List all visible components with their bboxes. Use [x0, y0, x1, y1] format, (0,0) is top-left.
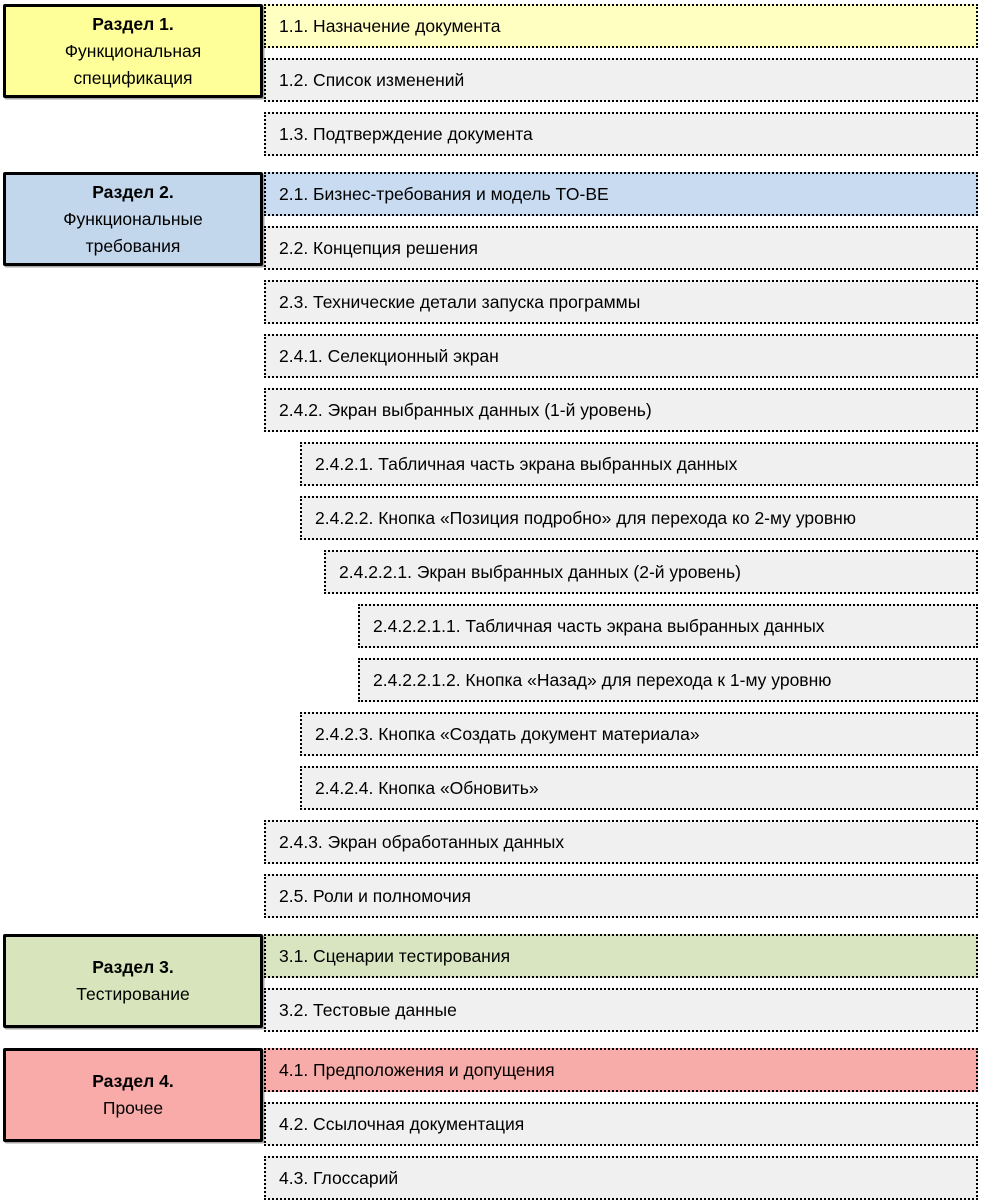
toc-item: 2.4.1. Селекционный экран: [264, 334, 978, 378]
toc-item-label: 2.4.2.4. Кнопка «Обновить»: [315, 777, 539, 798]
toc-item-label: 3.1. Сценарии тестирования: [279, 945, 511, 966]
section-name: Тестирование: [76, 984, 190, 1004]
section-number: Раздел 4.: [92, 1071, 174, 1091]
toc-item-label: 2.4.2.2.1.1. Табличная часть экрана выбр…: [373, 615, 825, 636]
toc-item: 3.2. Тестовые данные: [264, 988, 978, 1032]
section-box-2: Раздел 2. Функциональные требования: [3, 172, 263, 266]
toc-item: 2.4.3. Экран обработанных данных: [264, 820, 978, 864]
toc-item-label: 2.5. Роли и полномочия: [279, 885, 471, 906]
toc-item-label: 2.4.2. Экран выбранных данных (1-й урове…: [279, 399, 652, 420]
section-number: Раздел 3.: [92, 957, 174, 977]
section-name: Прочее: [102, 1098, 164, 1118]
toc-item: 2.4.2. Экран выбранных данных (1-й урове…: [264, 388, 978, 432]
section-box-4: Раздел 4. Прочее: [3, 1048, 263, 1142]
toc-item: 2.1. Бизнес-требования и модель TO-BE: [264, 172, 978, 216]
toc-item-label: 2.4.2.2. Кнопка «Позиция подробно» для п…: [315, 507, 856, 528]
toc-item-label: 1.3. Подтверждение документа: [279, 123, 533, 144]
toc-item-label: 2.4.2.2.1. Экран выбранных данных (2-й у…: [339, 561, 741, 582]
section-name: Функциональные требования: [63, 208, 203, 256]
toc-item-label: 2.4.2.3. Кнопка «Создать документ матери…: [315, 723, 700, 744]
toc-item: 2.5. Роли и полномочия: [264, 874, 978, 918]
toc-item-label: 4.2. Ссылочная документация: [279, 1113, 525, 1134]
toc-item-label: 4.3. Глоссарий: [279, 1167, 399, 1188]
section-box-3: Раздел 3. Тестирование: [3, 934, 263, 1028]
toc-item: 1.3. Подтверждение документа: [264, 112, 978, 156]
section-number: Раздел 1.: [92, 13, 174, 34]
section-box-1: Раздел 1. Функциональная спецификация: [3, 4, 263, 98]
toc-item: 4.3. Глоссарий: [264, 1156, 978, 1200]
section-number: Раздел 2.: [92, 181, 174, 202]
section-name: Функциональная спецификация: [64, 40, 202, 88]
toc-item-label: 2.4.2.1. Табличная часть экрана выбранны…: [315, 453, 738, 474]
toc-item: 4.1. Предположения и допущения: [264, 1048, 978, 1092]
toc-item-label: 4.1. Предположения и допущения: [279, 1059, 555, 1080]
toc-item-label: 2.4.1. Селекционный экран: [279, 345, 499, 366]
toc-item: 4.2. Ссылочная документация: [264, 1102, 978, 1146]
toc-item-label: 2.4.3. Экран обработанных данных: [279, 831, 565, 852]
toc-item: 1.2. Список изменений: [264, 58, 978, 102]
toc-item: 2.4.2.2.1.2. Кнопка «Назад» для перехода…: [358, 658, 978, 702]
toc-item-label: 1.1. Назначение документа: [279, 15, 501, 36]
toc-item-label: 3.2. Тестовые данные: [279, 999, 457, 1020]
toc-item: 2.4.2.2. Кнопка «Позиция подробно» для п…: [300, 496, 978, 540]
toc-item-label: 2.3. Технические детали запуска программ…: [279, 291, 641, 312]
toc-item: 3.1. Сценарии тестирования: [264, 934, 978, 978]
toc-item: 2.2. Концепция решения: [264, 226, 978, 270]
toc-item: 2.4.2.2.1.1. Табличная часть экрана выбр…: [358, 604, 978, 648]
toc-item: 2.4.2.2.1. Экран выбранных данных (2-й у…: [324, 550, 978, 594]
toc-item: 2.3. Технические детали запуска программ…: [264, 280, 978, 324]
toc-item-label: 2.4.2.2.1.2. Кнопка «Назад» для перехода…: [373, 669, 832, 690]
toc-item: 1.1. Назначение документа: [264, 4, 978, 48]
toc-item-label: 2.1. Бизнес-требования и модель TO-BE: [279, 183, 609, 204]
toc-item-label: 1.2. Список изменений: [279, 69, 465, 90]
toc-item: 2.4.2.3. Кнопка «Создать документ матери…: [300, 712, 978, 756]
toc-item: 2.4.2.4. Кнопка «Обновить»: [300, 766, 978, 810]
toc-item-label: 2.2. Концепция решения: [279, 237, 478, 258]
toc-item: 2.4.2.1. Табличная часть экрана выбранны…: [300, 442, 978, 486]
